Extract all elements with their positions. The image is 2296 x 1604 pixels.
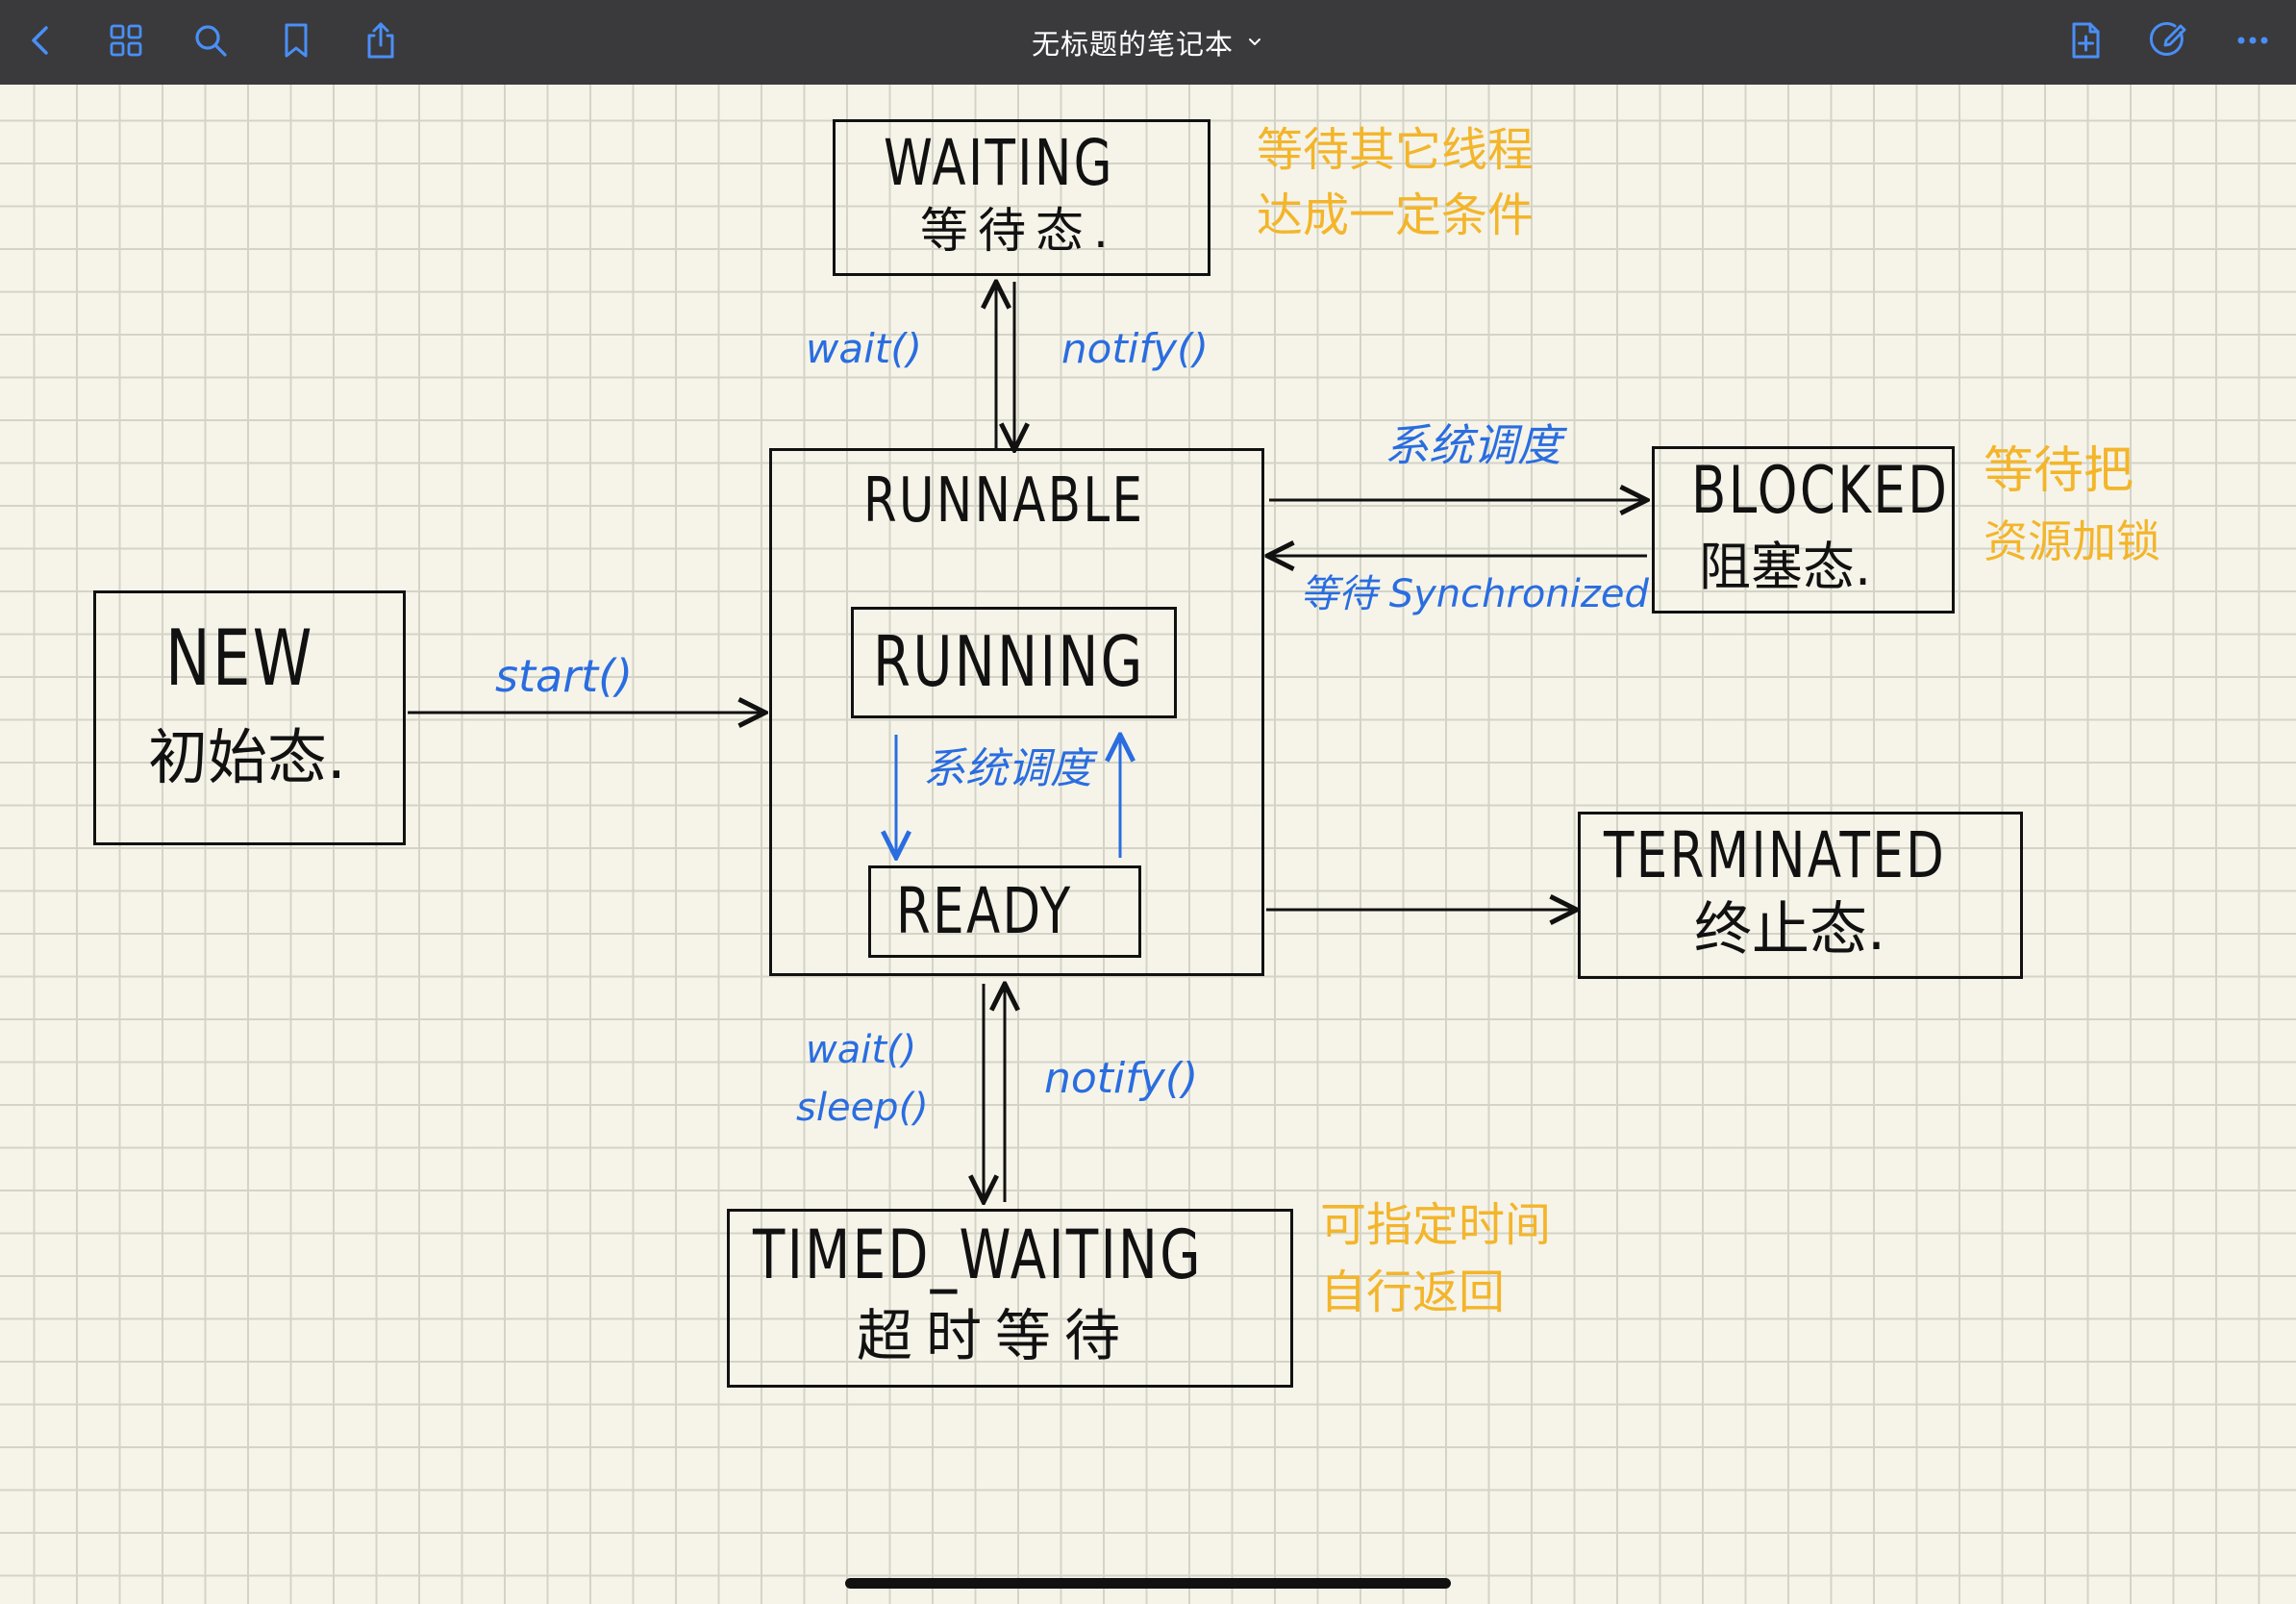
blocked-subtitle: 阻塞态. (1699, 537, 1872, 597)
waiting-note-line2: 达成一定条件 (1257, 188, 1535, 242)
waiting-note-line1: 等待其它线程 (1257, 123, 1535, 177)
more-icon (2232, 19, 2274, 65)
pen-tool-button[interactable] (2140, 13, 2198, 71)
label-notify-bottom: notify() (1044, 1054, 1199, 1103)
runnable-title: RUNNABLE (863, 465, 1145, 537)
state-new: NEW 初始态. (93, 590, 406, 845)
note-canvas[interactable]: WAITING 等待态. 等待其它线程 达成一定条件 wait() notify… (0, 85, 2296, 1604)
waiting-title: WAITING (884, 126, 1114, 200)
waiting-subtitle: 等待态. (920, 203, 1118, 259)
home-indicator[interactable] (845, 1578, 1451, 1589)
label-start: start() (495, 650, 634, 702)
label-schedule-inner: 系统调度 (923, 744, 1092, 793)
chevron-left-icon (19, 19, 62, 65)
pen-circle-icon (2148, 19, 2190, 65)
chevron-down-icon (1245, 26, 1264, 59)
running-title: RUNNING (873, 621, 1145, 702)
notebook-title-button[interactable]: 无标题的笔记本 (1032, 22, 1264, 63)
more-button[interactable] (2224, 13, 2282, 71)
blocked-title: BLOCKED (1691, 453, 1950, 529)
toolbar: 无标题的笔记本 (0, 0, 2296, 85)
notebook-title-area: 无标题的笔记本 (0, 0, 2296, 85)
bookmark-icon (275, 19, 317, 65)
state-timed-waiting: TIMED_WAITING 超时等待 (727, 1209, 1293, 1388)
state-ready: READY (868, 865, 1141, 958)
blocked-note-line2: 资源加锁 (1984, 515, 2160, 567)
new-title: NEW (165, 614, 314, 703)
search-icon (189, 19, 232, 65)
share-icon (360, 19, 402, 65)
search-button[interactable] (182, 13, 239, 71)
timed-waiting-title: TIMED_WAITING (753, 1216, 1203, 1294)
thumbnails-button[interactable] (97, 13, 155, 71)
label-schedule-blocked: 系统调度 (1385, 419, 1561, 471)
new-subtitle: 初始态. (148, 722, 346, 792)
add-page-button[interactable] (2057, 13, 2114, 71)
state-runnable: RUNNABLE (769, 448, 1264, 976)
bookmark-button[interactable] (267, 13, 325, 71)
state-running: RUNNING (851, 607, 1177, 718)
share-button[interactable] (352, 13, 410, 71)
terminated-subtitle: 终止态. (1694, 896, 1886, 964)
diagram-arrows (408, 85, 2296, 1604)
new-page-icon (2064, 19, 2107, 65)
state-waiting: WAITING 等待态. (833, 119, 1210, 276)
back-button[interactable] (12, 13, 69, 71)
blocked-note-line1: 等待把 (1984, 442, 2134, 500)
state-blocked: BLOCKED 阻塞态. (1652, 446, 1955, 614)
label-notify-top: notify() (1061, 325, 1209, 372)
label-sleep-bottom: sleep() (796, 1086, 929, 1130)
timed-waiting-subtitle: 超时等待 (857, 1303, 1135, 1368)
state-terminated: TERMINATED 终止态. (1578, 812, 2023, 979)
label-wait-bottom: wait() (806, 1028, 917, 1072)
timed-note-line2: 自行返回 (1320, 1266, 1506, 1319)
label-wait-synchronized: 等待 Synchronized (1300, 572, 1649, 616)
label-wait-top: wait() (806, 325, 922, 372)
terminated-title: TERMINATED (1604, 818, 1947, 892)
ready-title: READY (896, 874, 1073, 948)
grid-icon (105, 19, 147, 65)
timed-note-line1: 可指定时间 (1320, 1198, 1552, 1252)
notebook-title: 无标题的笔记本 (1031, 28, 1234, 61)
